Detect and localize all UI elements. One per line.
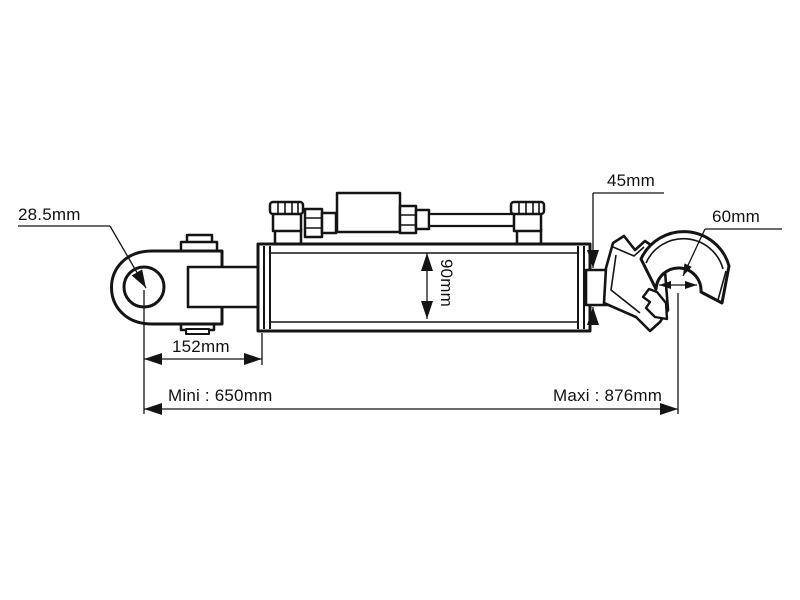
label-eye-diameter: 28.5mm [18, 205, 81, 224]
label-clevis-length: 152mm [172, 337, 230, 356]
leader-arrow-28-5 [109, 225, 147, 289]
hook-crescent-inner-edge [645, 237, 724, 270]
cylinder-left-cap-lines [263, 246, 271, 329]
hook-right-cut-edge [717, 270, 727, 301]
piston-rod-left [186, 265, 264, 309]
label-cylinder-diameter: 90mm [437, 259, 456, 308]
cylinder-outline [256, 242, 592, 333]
valve-block [335, 191, 402, 234]
hook-bracket-facets [610, 246, 645, 314]
hose-tube [427, 212, 516, 228]
clevis-end [110, 233, 264, 335]
hydraulic-hose-assembly [268, 191, 546, 246]
hook-latch [641, 287, 669, 321]
cylinder-right-cap-lines [577, 246, 585, 329]
cylinder-body [256, 242, 592, 333]
dimension-eye-diameter [18, 225, 147, 289]
right-cap-ribs [518, 203, 540, 213]
dimension-hook-opening [659, 228, 782, 289]
dimension-rod-diameter [587, 192, 664, 325]
left-hex-nut-large [303, 207, 324, 239]
leader-arrow-60 [682, 228, 706, 277]
right-hex-nut-large [398, 204, 418, 235]
label-min-length: Mini : 650mm [168, 386, 273, 405]
label-hook-opening: 60mm [712, 207, 761, 226]
right-elbow-body [512, 211, 543, 233]
left-hex-facets [305, 217, 322, 229]
label-rod-diameter: 45mm [607, 171, 656, 190]
hook-end [584, 230, 731, 333]
dimension-lines [18, 192, 782, 415]
left-cap-ribs [277, 203, 299, 213]
clevis-bottom-tab-lower [185, 328, 210, 335]
left-hex-nut-small [320, 211, 338, 235]
right-hex-nut-small [414, 208, 431, 231]
left-elbow-body [271, 211, 303, 233]
label-max-length: Maxi : 876mm [553, 386, 663, 405]
right-hex-facets [400, 214, 416, 226]
